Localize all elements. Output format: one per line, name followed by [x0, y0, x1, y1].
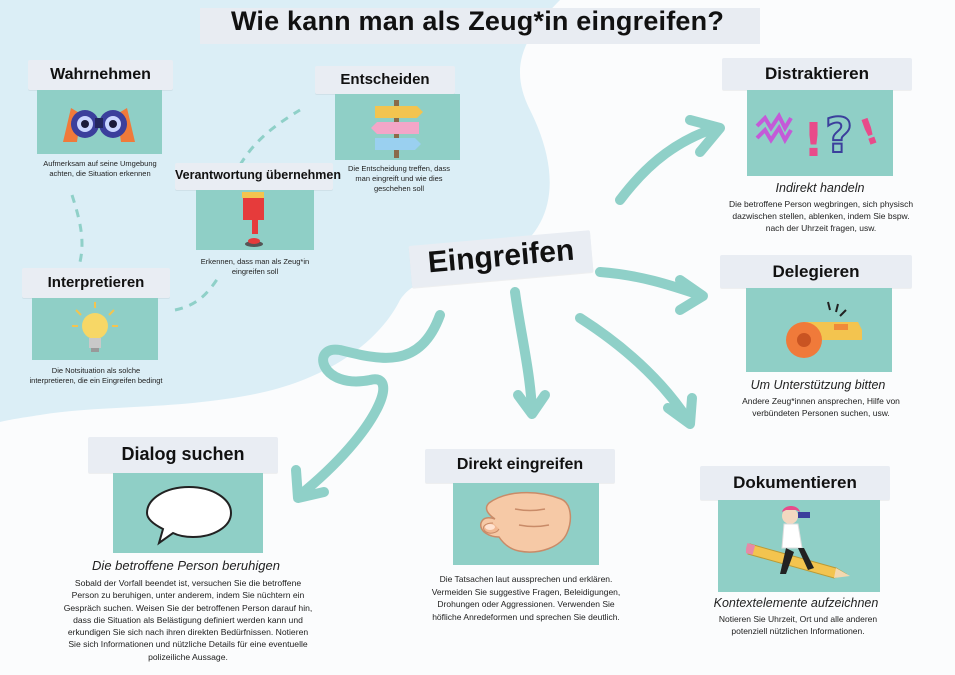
arrow-to-distraktieren [615, 123, 720, 205]
tape [700, 466, 890, 500]
action-subtitle-dialog: Die betroffene Person beruhigen [92, 558, 280, 573]
action-text-dokumentieren: Notieren Sie Uhrzeit, Ort und alle ander… [718, 614, 878, 636]
step-title-interpretieren: Interpretieren [47, 274, 145, 291]
action-title-dialog: Dialog suchen [121, 444, 245, 464]
action-text-direkt: Die Tatsachen laut aussprechen und erklä… [431, 574, 621, 622]
page-title: Wie kann man als Zeug*in eingreifen? [230, 6, 725, 36]
card-dokumentieren [718, 500, 880, 592]
tape [28, 60, 173, 90]
action-subtitle-distraktieren: Indirekt handeln [775, 181, 865, 195]
card-distraktieren: ! ? ! [747, 90, 893, 176]
card-verantwortung [196, 190, 314, 250]
arrow-to-dialog [295, 310, 445, 500]
tape [722, 58, 912, 90]
action-title-distraktieren: Distraktieren [765, 64, 869, 83]
step-text-interpretieren: Die Notsituation als solche interpretier… [29, 366, 163, 385]
action-subtitle-delegieren: Um Unterstützung bitten [750, 378, 886, 392]
svg-text:!: ! [855, 111, 884, 155]
step-text-wahrnehmen: Aufmerksam auf seine Umgebung achten, di… [43, 159, 157, 178]
card-interpretieren [32, 298, 158, 360]
action-title-direkt: Direkt eingreifen [456, 456, 584, 473]
svg-text:!: ! [803, 113, 824, 167]
step-title-wahrnehmen: Wahrnehmen [50, 66, 151, 83]
card-direkt [453, 483, 599, 565]
tape [425, 449, 615, 483]
title-tape [200, 8, 760, 44]
person-on-pencil-icon [746, 506, 850, 579]
exclamation-question-marks-icon: ! ? ! [755, 107, 884, 167]
card-wahrnehmen [37, 90, 162, 154]
tape [720, 255, 912, 288]
svg-text:?: ? [825, 108, 853, 164]
whistle-icon [786, 301, 862, 358]
step-text-entscheiden: Die Entscheidung treffen, dass man eingr… [347, 164, 450, 193]
card-dialog [113, 473, 263, 553]
tape [315, 66, 455, 94]
arrow-to-dokumentieren [575, 313, 693, 425]
binoculars-icon [63, 108, 135, 142]
pressing-button-hand-icon [242, 192, 264, 247]
signpost-icon [371, 100, 423, 158]
action-text-dialog: Sobald der Vorfall beendet ist, versuche… [63, 578, 313, 662]
tape [88, 437, 278, 473]
arrow-to-direkt [510, 287, 537, 415]
action-text-distraktieren: Die betroffene Person wegbringen, sich p… [728, 199, 914, 233]
action-text-delegieren: Andere Zeug*innen ansprechen, Hilfe von … [742, 396, 900, 418]
lightbulb-icon [72, 302, 118, 352]
card-entscheiden [335, 94, 460, 160]
step-title-entscheiden: Entscheiden [340, 71, 430, 88]
speech-bubble-icon [145, 485, 233, 546]
tape [175, 163, 333, 190]
step-text-verantwortung: Erkennen, dass man als Zeug*in eingreife… [200, 257, 310, 276]
action-title-delegieren: Delegieren [772, 262, 860, 281]
card-delegieren [746, 288, 892, 372]
tape [22, 268, 170, 298]
pointing-finger-icon [480, 491, 572, 553]
action-title-dokumentieren: Dokumentieren [733, 473, 857, 492]
step-title-verantwortung: Verantwortung übernehmen [175, 168, 341, 182]
action-subtitle-dokumentieren: Kontextelemente aufzeichnen [713, 596, 879, 610]
